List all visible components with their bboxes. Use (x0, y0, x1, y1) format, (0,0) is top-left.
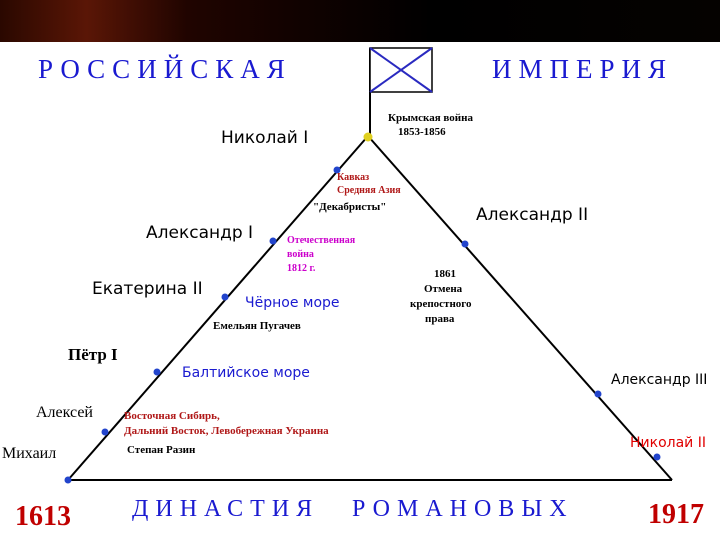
event-baltic-sea: Балтийское море (182, 365, 310, 381)
event-decembrists: "Декабристы" (313, 201, 387, 213)
event-patriotic-war-3: 1812 г. (287, 263, 316, 274)
footer-caption-right: РОМАНОВЫХ (352, 496, 574, 522)
event-patriotic-war-1: Отечественная (287, 235, 356, 246)
event-crimean-war-title: Крымская война (388, 112, 473, 124)
flag-icon (369, 47, 433, 136)
ruler-alexander-2: Александр II (476, 205, 589, 225)
event-razin: Степан Разин (127, 444, 196, 456)
timeline-marker (64, 476, 72, 484)
footer-caption-left: ДИНАСТИЯ (132, 496, 320, 522)
triangle-right-side (367, 135, 673, 481)
timeline-marker (333, 166, 341, 174)
ruler-petr-1: Пётр I (68, 345, 118, 364)
event-black-sea: Чёрное море (245, 295, 340, 311)
event-crimean-war-years: 1853-1856 (398, 126, 446, 138)
ruler-mikhail: Михаил (2, 445, 57, 462)
ruler-nikolai-2: Николай II (630, 435, 706, 451)
event-pugachev: Емельян Пугачев (213, 320, 301, 332)
ruler-alexander-3: Александр III (611, 372, 708, 388)
timeline-marker (153, 368, 161, 376)
timeline-marker (653, 453, 661, 461)
event-central-asia: Средняя Азия (337, 185, 401, 196)
event-serfdom-year: 1861 (434, 268, 456, 280)
event-east-siberia: Восточная Сибирь, (124, 410, 220, 422)
year-end: 1917 (648, 499, 704, 530)
ruler-ekaterina-2: Екатерина II (92, 279, 203, 299)
event-far-east: Дальний Восток, Левобережная Украина (124, 425, 329, 437)
header-title-left: РОССИЙСКАЯ (38, 54, 292, 84)
top-banner (0, 0, 720, 42)
event-patriotic-war-2: война (287, 249, 314, 260)
timeline-marker (269, 237, 277, 245)
header-title-right: ИМПЕРИЯ (492, 54, 674, 84)
timeline-marker (594, 390, 602, 398)
event-caucasus: Кавказ (337, 172, 370, 183)
timeline-marker (101, 428, 109, 436)
ruler-nikolai-1: Николай I (221, 128, 309, 148)
ruler-alexander-1: Александр I (146, 223, 254, 243)
apex-marker (363, 132, 373, 142)
event-serfdom-line-1: Отмена (424, 283, 463, 295)
timeline-marker (221, 293, 229, 301)
ruler-alexei: Алексей (36, 404, 93, 421)
year-start: 1613 (15, 501, 71, 532)
event-serfdom-line-2: крепостного (410, 298, 472, 310)
triangle-left-side (67, 135, 369, 481)
event-serfdom-line-3: права (425, 313, 455, 325)
timeline-marker (461, 240, 469, 248)
